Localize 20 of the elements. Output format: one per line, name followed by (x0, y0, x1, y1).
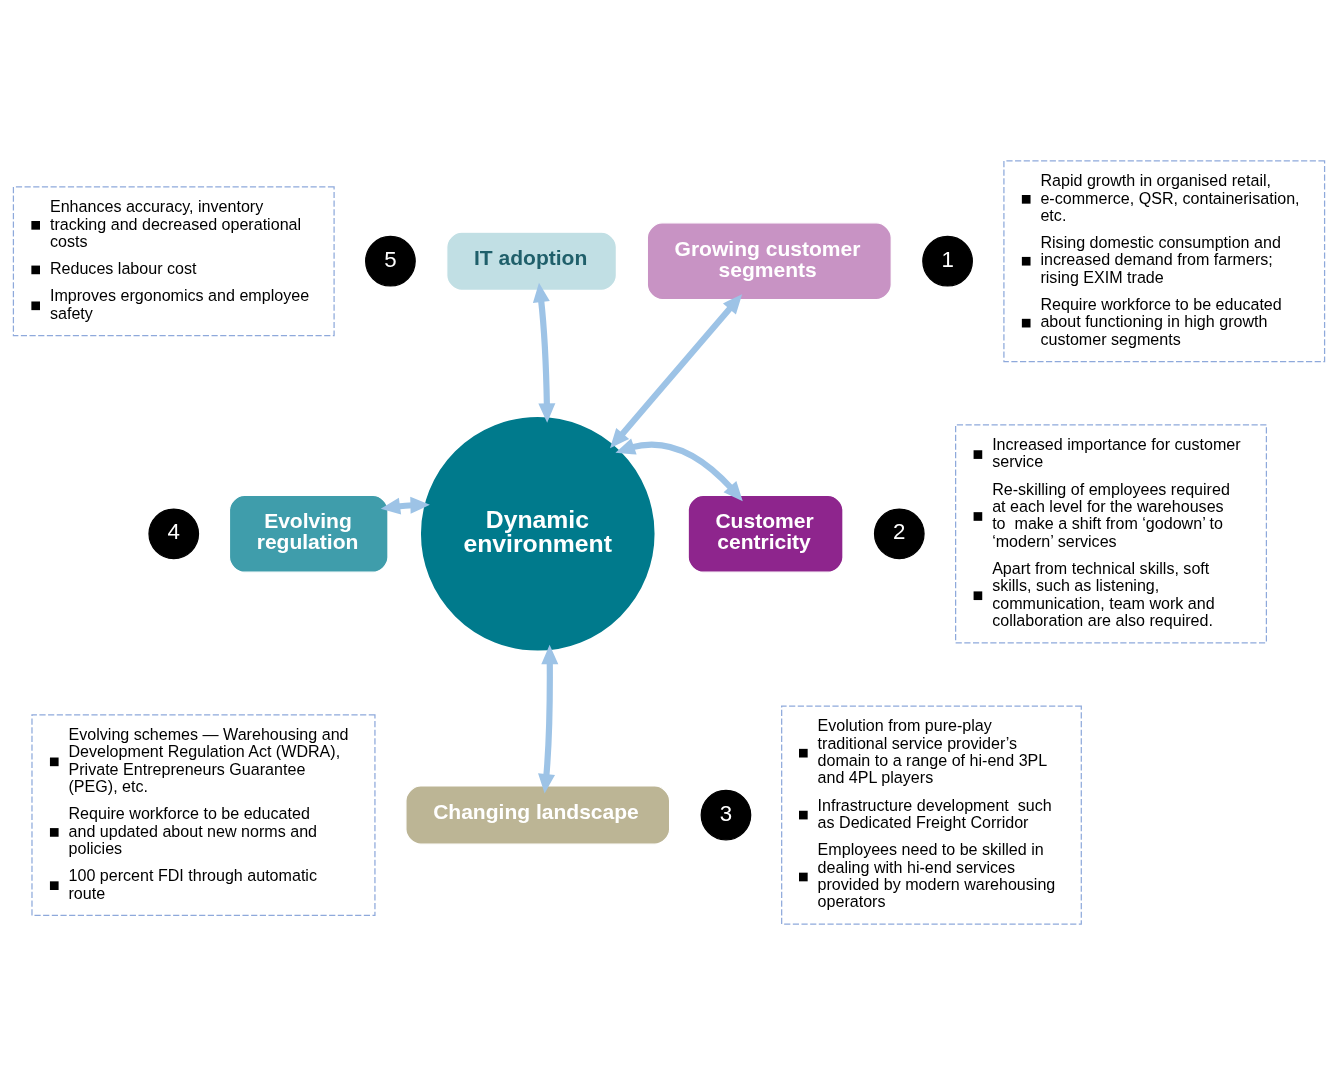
arrow (532, 282, 556, 423)
arrow (380, 496, 430, 515)
node-box: Changing landscape (405, 784, 671, 845)
node-circle: 2 (873, 507, 925, 559)
node-box: Evolution from pure-play traditional service provider’s domain to a range of hi-end 3PL and 4PL players Infrastructure development such as Dedicated Freight Corridor Employees need to be skilled in dealing with hi-end services provided by modern warehousing operators (781, 705, 1082, 925)
node-circle: 4 (148, 507, 200, 559)
node-box: Growing customer segments (646, 221, 892, 300)
node-box: Evolving regulation (228, 494, 389, 573)
node-circle: 5 (365, 235, 416, 287)
arrow (610, 293, 743, 448)
node-box: Increased importance for customer service Re-skilling of employees required at each level for the warehouses to make a shift from ‘godown’ to ‘modern’ services Apart from technical skills, soft skills, such as listening, communication, team work and collaboration are also required. (955, 423, 1267, 643)
node-box: Rapid growth in organised retail, e-commerce, QSR, containerisation, etc. Rising domestic consumption and increased demand from farmers; rising EXIM trade Require workforce to be educated about functioning in high growth customer segments (1003, 159, 1326, 362)
node-box: IT adoption (446, 231, 617, 291)
node-circle: 3 (700, 789, 752, 840)
node-box: Evolving schemes — Warehousing and Development Regulation Act (WDRA), Private Entrepreneurs Guarantee (PEG), etc. Require workforce to be educated and updated about new norms and policies 100 percent FDI through automatic route (31, 713, 376, 916)
node-box: Enhances accuracy, inventory tracking and decreased operational costs Reduces labour cost Improves ergonomics and employee safety (12, 185, 335, 336)
arrow (538, 644, 559, 793)
arrow (615, 437, 743, 501)
node-box: Customer centricity (687, 494, 844, 573)
node-circle: 1 (922, 235, 973, 287)
